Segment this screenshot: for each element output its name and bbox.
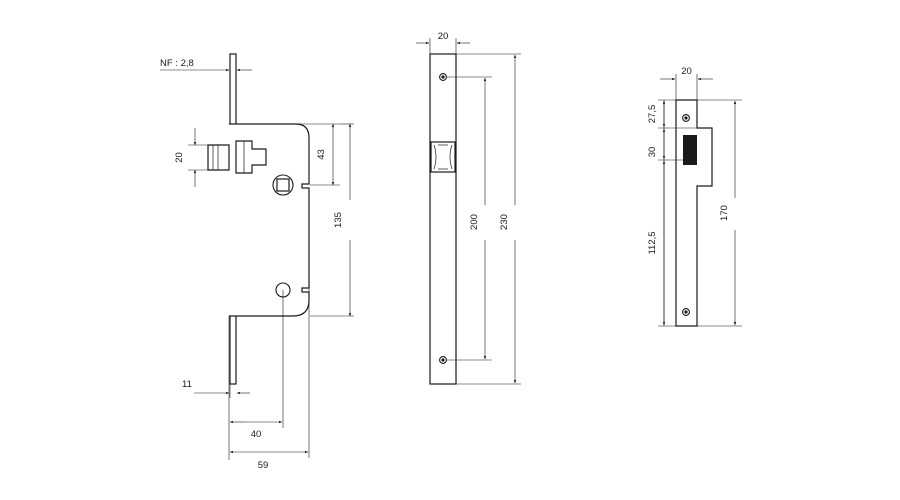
strike-plate-body: [675, 99, 713, 327]
hole-spacing-label: 200: [469, 214, 480, 230]
strike-top-offset-label: 27,5: [647, 105, 658, 124]
case-depth-dimension: 59: [229, 190, 310, 471]
faceplate-width-dimension: 20: [416, 31, 470, 54]
faceplate-latch-opening: [430, 141, 456, 173]
strike-chain-dimension: 27,5 30 112,5: [647, 99, 697, 327]
faceplate-offset-dimension: 11: [182, 379, 250, 398]
hole-spacing-dimension: 200: [447, 76, 492, 361]
centre-distance-dimension: 135: [310, 123, 354, 317]
faceplate-body: [429, 53, 457, 385]
faceplate-width-label: 20: [438, 31, 449, 42]
lock-case-view: NF : 2,8 20 43 135: [160, 53, 354, 471]
bolt-height-dimension: 20: [174, 128, 208, 187]
follower-offset-label: 43: [316, 149, 327, 160]
strike-width-label: 20: [681, 66, 692, 77]
backset-dimension: 40: [228, 290, 284, 460]
nf-label: NF : 2,8: [160, 58, 194, 69]
strike-opening: [683, 135, 697, 165]
bolt-height-label: 20: [174, 152, 185, 163]
strike-opening-height-label: 30: [647, 147, 658, 158]
strike-width-dimension: 20: [660, 66, 713, 100]
follower-offset-dimension: 43: [298, 123, 340, 186]
strike-lower-section-label: 112,5: [647, 231, 658, 254]
strike-length-dimension: 170: [697, 99, 742, 327]
strike-plate-view: 20 27,5 30 112,5 170: [647, 66, 742, 327]
case-depth-label: 59: [258, 460, 269, 471]
faceplate-length-label: 230: [499, 214, 510, 230]
faceplate-view: 20 200 230: [416, 31, 521, 385]
centre-distance-label: 135: [333, 212, 344, 228]
nf-dimension: NF : 2,8: [160, 58, 252, 72]
latch-bolt: [207, 140, 267, 174]
follower-hole: [272, 174, 294, 196]
faceplate-offset-label: 11: [182, 379, 192, 390]
strike-length-label: 170: [719, 205, 730, 221]
backset-label: 40: [251, 429, 262, 440]
faceplate-length-dimension: 230: [456, 53, 521, 385]
